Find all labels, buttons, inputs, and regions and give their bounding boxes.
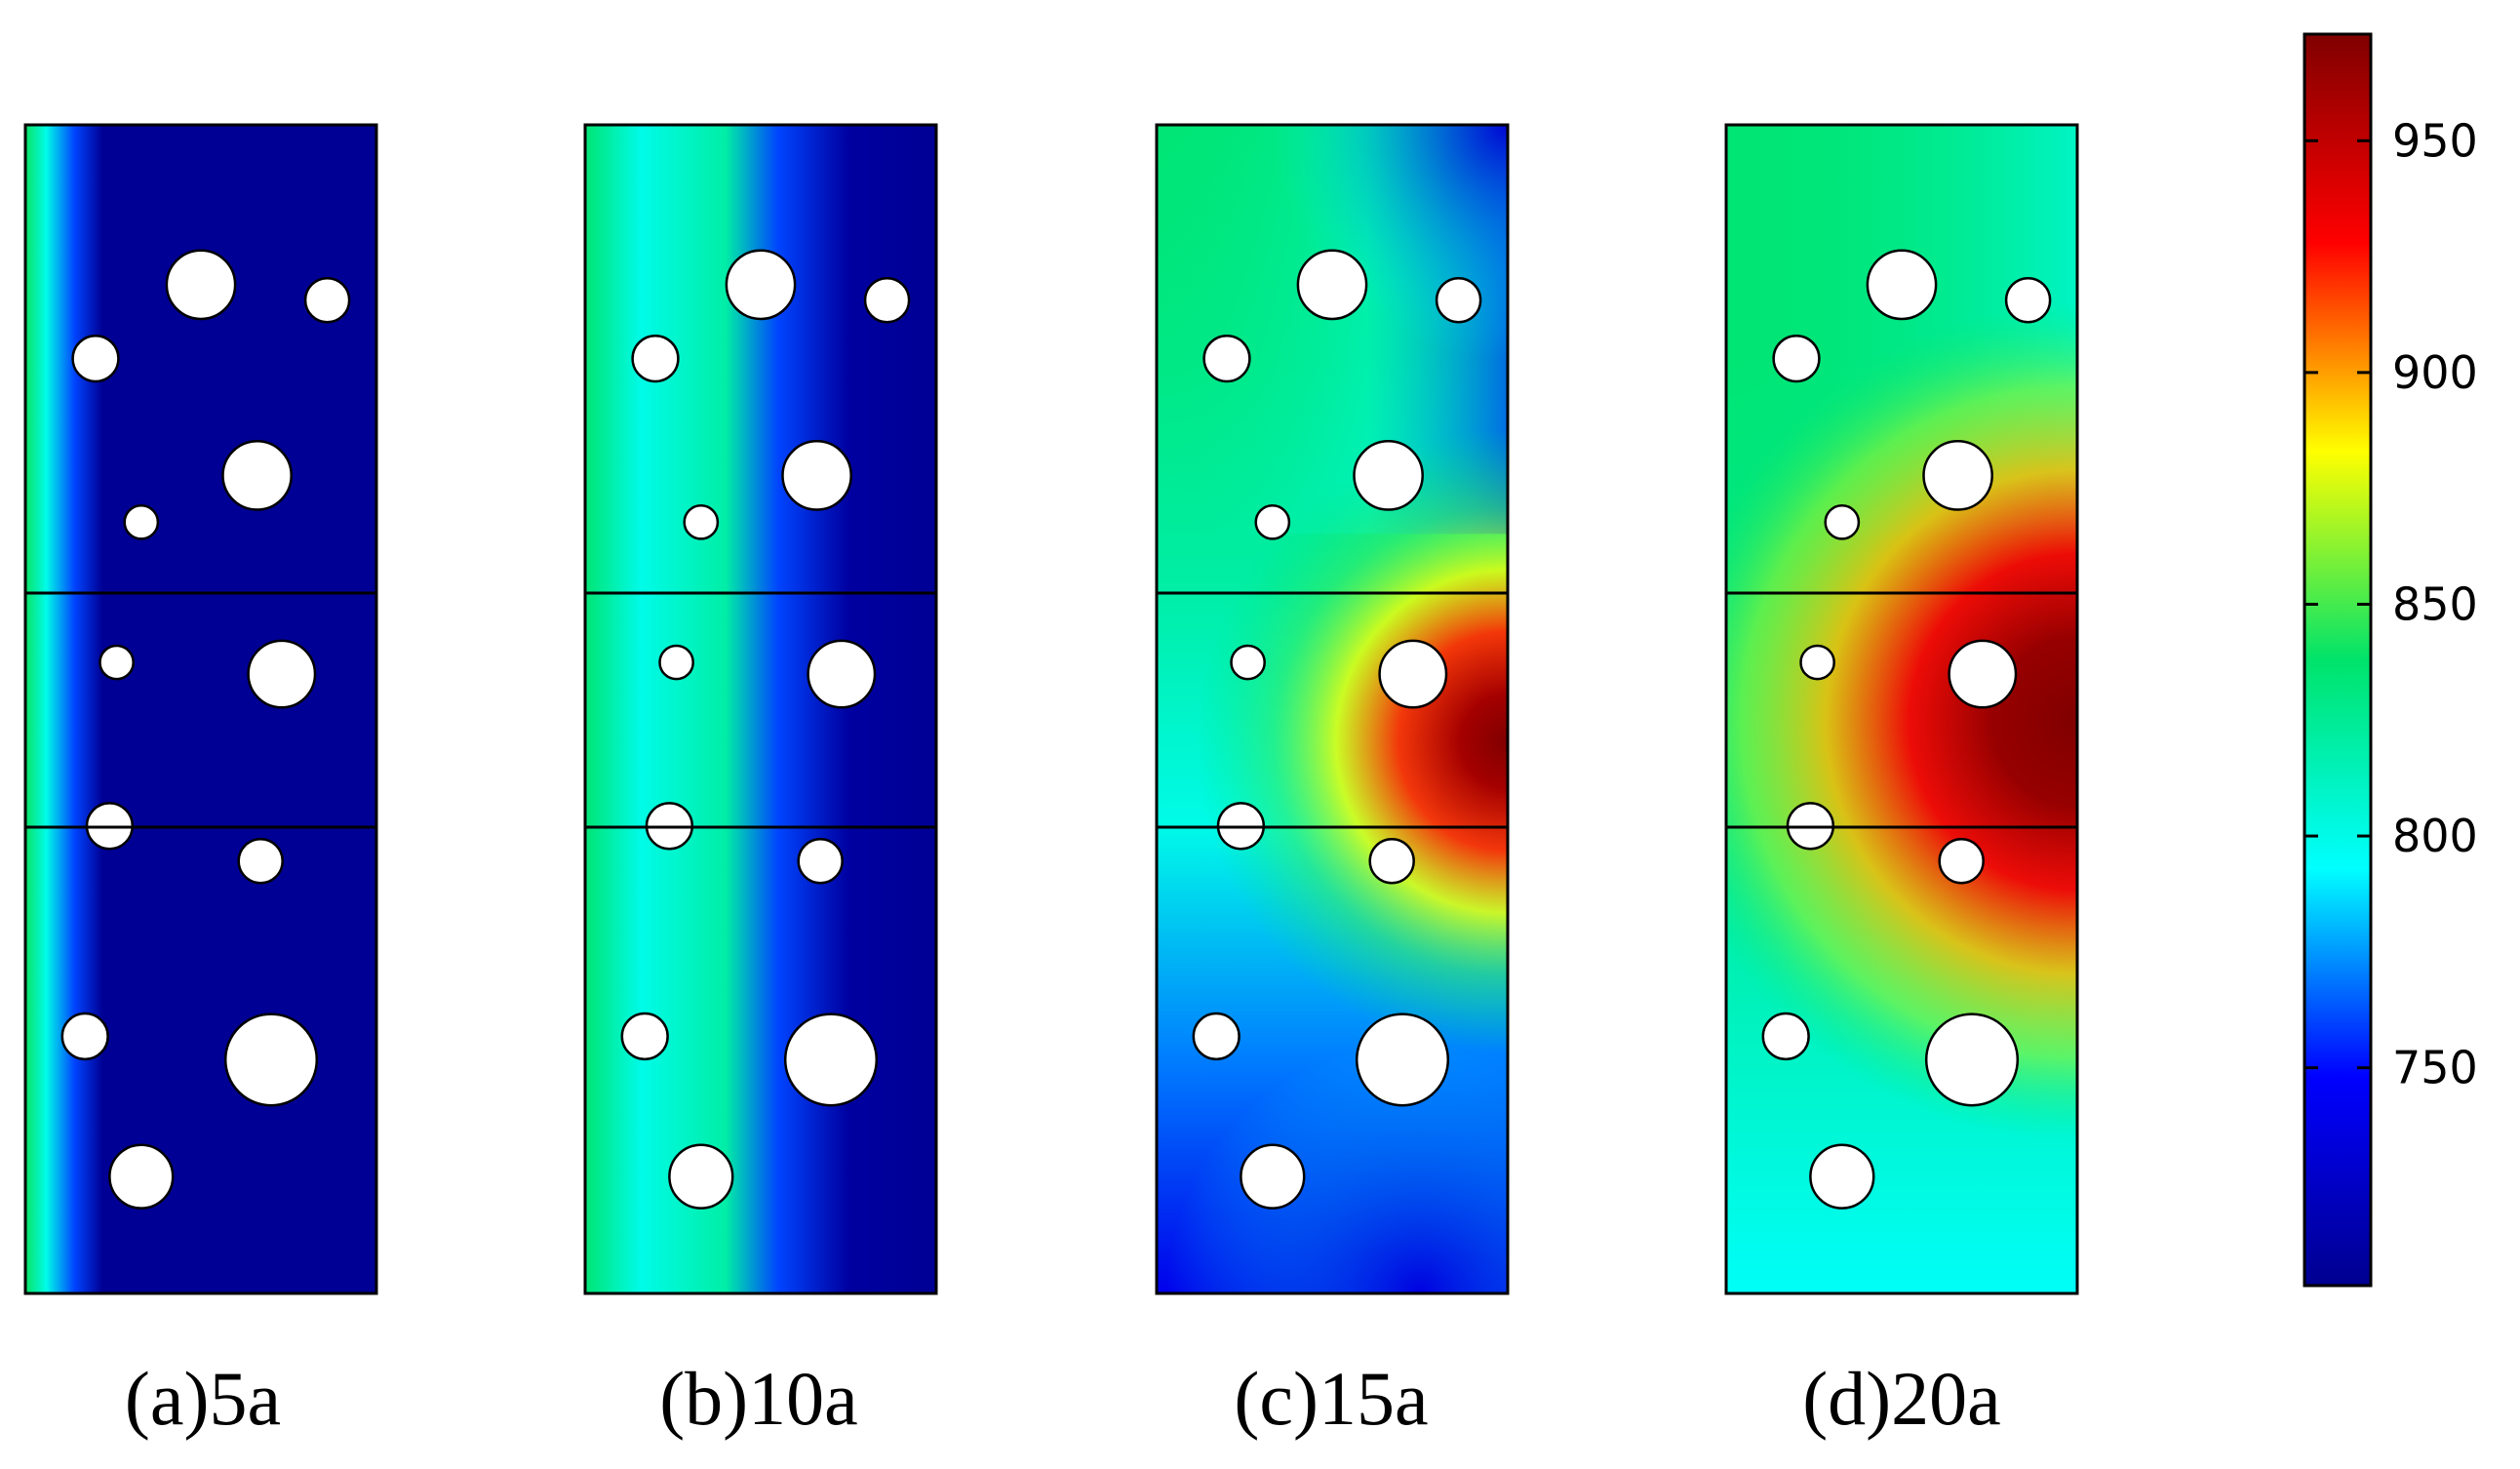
pore-4 <box>781 440 852 511</box>
pore-7 <box>1378 639 1448 709</box>
pore-7 <box>1948 639 2018 709</box>
pore-10 <box>1192 1012 1240 1061</box>
pore-12 <box>108 1143 175 1210</box>
colorbar: 750 800 850 900 950 <box>2303 32 2478 1288</box>
pore-9 <box>797 837 844 885</box>
pore-4 <box>1353 440 1424 511</box>
pore-9 <box>237 837 284 885</box>
pore-3 <box>1772 334 1821 383</box>
panel-captions: (a)5a (b)10a (c)15a (d)20a <box>125 1356 2001 1441</box>
panel-frame <box>23 123 378 1295</box>
pore-10 <box>1761 1012 1810 1061</box>
pore-6 <box>658 644 694 681</box>
pore-2 <box>2004 276 2052 324</box>
colorbar-tick-label-850: 850 <box>2392 577 2478 630</box>
pore-11 <box>1355 1012 1450 1107</box>
panel-5a <box>23 123 378 1295</box>
panel-frame <box>583 123 938 1295</box>
panel-15a <box>1155 123 1510 1295</box>
panel-frame <box>1155 123 1510 1295</box>
colorbar-tick-label-900: 900 <box>2392 346 2478 399</box>
pore-12 <box>1809 1143 1875 1210</box>
pore-4 <box>1922 440 1993 511</box>
pore-3 <box>71 334 120 383</box>
pore-5 <box>1824 503 1861 540</box>
pore-5 <box>1254 503 1291 540</box>
colorbar-tick-label-750: 750 <box>2392 1042 2478 1094</box>
pore-2 <box>1435 276 1482 324</box>
caption-d: (d)20a <box>1802 1356 2001 1441</box>
colorbar-tick-label-950: 950 <box>2392 114 2478 167</box>
pore-7 <box>807 639 877 709</box>
pore-1 <box>1866 249 1938 321</box>
pore-9 <box>1938 837 1985 885</box>
caption-b: (b)10a <box>659 1356 858 1441</box>
panels <box>23 123 2079 1295</box>
pore-6 <box>1799 644 1835 681</box>
pore-3 <box>1202 334 1251 383</box>
pore-1 <box>165 249 237 321</box>
colorbar-frame <box>2303 32 2373 1288</box>
pore-6 <box>98 644 135 681</box>
pore-12 <box>1240 1143 1306 1210</box>
pore-11 <box>783 1012 879 1107</box>
pore-12 <box>668 1143 734 1210</box>
pore-11 <box>223 1012 319 1107</box>
pore-5 <box>683 503 720 540</box>
pore-7 <box>247 639 317 709</box>
colorbar-gradient <box>2304 34 2371 1286</box>
pore-6 <box>1230 644 1266 681</box>
pore-10 <box>60 1012 109 1061</box>
pore-9 <box>1368 837 1415 885</box>
panel-10a <box>583 123 938 1295</box>
colorbar-tick-label-800: 800 <box>2392 810 2478 862</box>
caption-a: (a)5a <box>125 1356 281 1441</box>
pore-11 <box>1924 1012 2020 1107</box>
panel-20a <box>1724 123 2079 1295</box>
pore-2 <box>303 276 351 324</box>
pore-3 <box>631 334 680 383</box>
caption-c: (c)15a <box>1234 1356 1428 1441</box>
pore-4 <box>221 440 293 511</box>
pore-1 <box>725 249 797 321</box>
pore-1 <box>1296 249 1368 321</box>
pore-2 <box>863 276 911 324</box>
pore-10 <box>620 1012 669 1061</box>
pore-5 <box>123 503 160 540</box>
panel-frame <box>1724 123 2079 1295</box>
